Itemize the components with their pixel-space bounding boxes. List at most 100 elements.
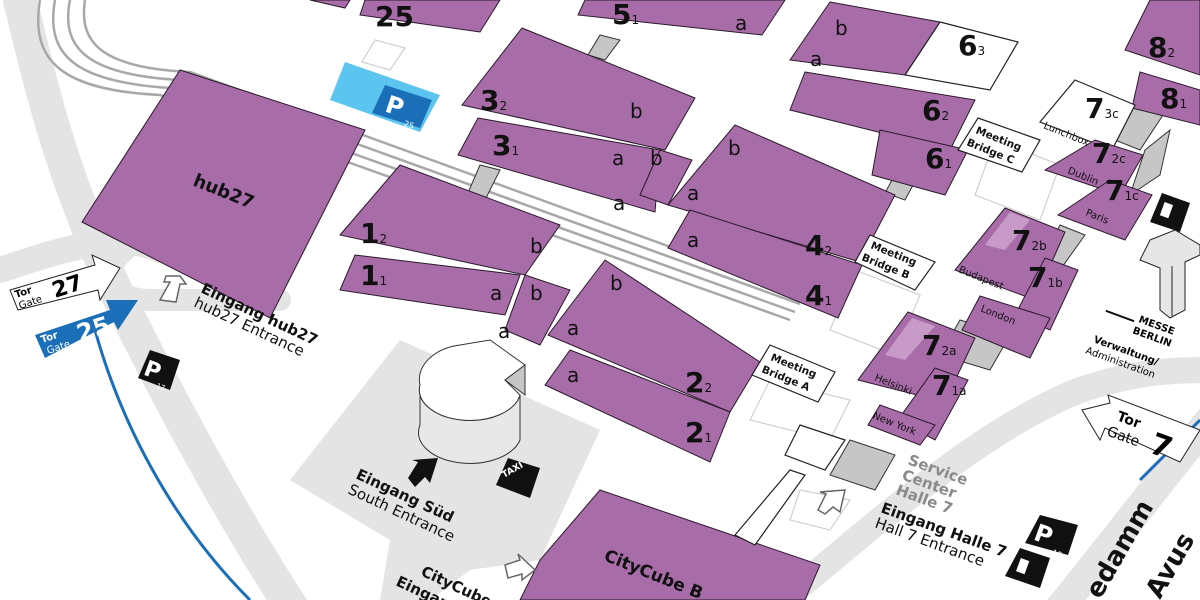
map-shape <box>854 234 936 291</box>
hall-label-4-1: 41 <box>805 279 832 312</box>
hall-5-1[interactable] <box>577 0 786 36</box>
hall-1-1[interactable] <box>339 254 521 316</box>
hall-8-1[interactable] <box>1131 71 1200 126</box>
service-building <box>784 424 846 471</box>
map-label: 2 <box>379 232 387 246</box>
map-label: 7 <box>1012 224 1031 257</box>
map-label: 2 <box>824 244 832 258</box>
hall-2-1[interactable] <box>544 349 731 463</box>
hall-4-1[interactable] <box>667 209 863 319</box>
map-label: 7 <box>1105 174 1124 207</box>
map-shape <box>290 340 600 600</box>
map-shape <box>100 239 291 311</box>
hall-label-3-1: 31 <box>492 129 519 162</box>
hall-25[interactable] <box>359 0 501 33</box>
map-shape <box>985 212 1030 250</box>
map-label: 1 <box>379 274 387 288</box>
parking-15-icon[interactable]: P 15 <box>1025 515 1078 560</box>
map-label: a <box>567 363 579 387</box>
map-label: 1 <box>704 431 712 445</box>
map-label: 15 <box>1051 548 1064 560</box>
map-shape <box>829 439 896 491</box>
parking-25-icon[interactable]: P 25 <box>372 85 432 131</box>
hall-7-1c[interactable] <box>1056 179 1153 241</box>
map-label: 7 <box>1028 261 1047 294</box>
hall-label-7-1b: 71b <box>1028 261 1063 294</box>
hall-new-york <box>867 404 936 446</box>
hall-london <box>961 295 1051 359</box>
map-shape <box>1025 515 1078 555</box>
hall-label-8-2: 82 <box>1148 31 1175 64</box>
hall-6-3-label-box <box>903 21 1019 91</box>
map-label: 3 <box>977 44 985 58</box>
railway <box>36 0 806 322</box>
map-label: 1 <box>511 144 519 158</box>
hall-hub27[interactable] <box>81 69 366 319</box>
map-label: b <box>728 136 741 160</box>
map-label: b <box>530 281 543 305</box>
map-shape <box>1159 202 1174 219</box>
map-label: 2c <box>1111 152 1125 166</box>
hall-label-6-1: 61 <box>925 142 952 175</box>
map-label: a <box>687 181 699 205</box>
hall-6-1[interactable] <box>871 129 969 196</box>
map-shape <box>763 357 1200 600</box>
meeting-bridge-c[interactable]: Meeting Bridge C <box>957 117 1041 173</box>
meeting-bridge-a[interactable]: Meeting Bridge A <box>751 344 836 403</box>
map-label: 7 <box>1092 137 1111 170</box>
hall-3-2[interactable] <box>461 27 696 151</box>
hall-label-2-2: 22 <box>685 366 712 399</box>
hall-label-7-2a: 72a <box>922 329 956 362</box>
map-label: 6 <box>925 142 944 175</box>
map-shape <box>361 39 406 71</box>
map-label: Tor <box>14 285 34 301</box>
hall-label-7-2c: 72c <box>1092 137 1126 170</box>
hall-label-25: 25 <box>375 0 414 33</box>
map-label: 1 <box>944 157 952 171</box>
map-label: 17 <box>155 382 166 393</box>
gate-7-sign[interactable]: Tor Gate 7 <box>1081 394 1200 467</box>
map-label: 1 <box>360 217 379 250</box>
map-shape <box>751 344 836 403</box>
map-label: 1c <box>1124 189 1138 203</box>
map-shape <box>1005 548 1050 588</box>
ev-charging-icon-admin[interactable] <box>1150 193 1190 232</box>
map-label: 8 <box>1148 31 1167 64</box>
map-shape <box>1081 394 1200 463</box>
map-label: 7 <box>1085 92 1104 125</box>
map-label: 2 <box>941 109 949 123</box>
map-label: a <box>498 319 510 343</box>
taxi-icon[interactable]: TAXI <box>496 458 540 498</box>
south-entrance-rotunda <box>417 339 526 464</box>
hall-label-7-1a: 71a <box>932 369 966 402</box>
map-label: 8 <box>1160 82 1179 115</box>
map-label: 2 <box>704 381 712 395</box>
hall-label-2-1: 21 <box>685 416 712 449</box>
parking-17-icon[interactable]: P 17 <box>138 350 180 393</box>
hall-3-1[interactable] <box>457 117 661 213</box>
hall-label-1-2: 12 <box>360 217 387 250</box>
map-shape <box>1105 309 1135 323</box>
hall-side-top <box>309 0 351 9</box>
map-shape <box>1139 229 1200 319</box>
map-label: 5 <box>612 0 631 31</box>
map-label: 2 <box>685 366 704 399</box>
hall-label-6-2: 62 <box>922 94 949 127</box>
hall-8-2[interactable] <box>1124 0 1200 76</box>
map-label: 2b <box>1031 239 1046 253</box>
map-shape <box>957 117 1041 173</box>
map-label: 3 <box>480 84 499 117</box>
ev-charging-icon[interactable] <box>1005 548 1050 588</box>
map-label: Tor <box>40 330 60 346</box>
map-label: 7 <box>932 369 951 402</box>
map-label: 25 <box>403 119 415 131</box>
meeting-bridge-b[interactable]: Meeting Bridge B <box>854 234 936 291</box>
map-label: 3 <box>492 129 511 162</box>
hall-citycube-b[interactable] <box>519 489 821 600</box>
map-shape <box>496 458 540 498</box>
map-label: 2 <box>499 99 507 113</box>
hall-label-7-3c: 73c <box>1085 92 1119 125</box>
